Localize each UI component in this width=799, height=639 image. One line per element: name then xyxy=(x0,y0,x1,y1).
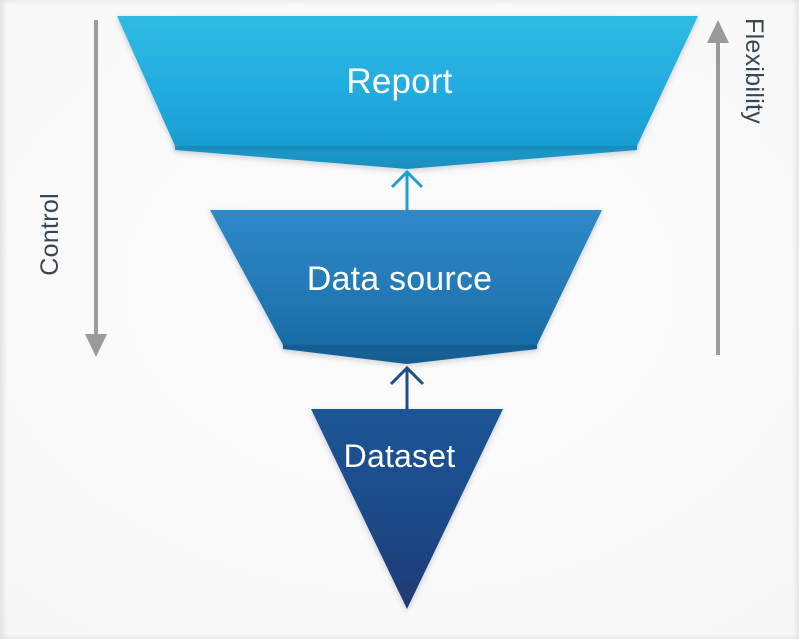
arrow-head-up-icon xyxy=(707,20,729,43)
funnel-stage-report-body xyxy=(117,16,698,146)
funnel-stage-data-source-fold xyxy=(283,341,537,364)
connector-data-source-to-report xyxy=(390,169,424,212)
funnel-stage-dataset[interactable] xyxy=(311,409,503,609)
arrow-head-down-icon xyxy=(85,334,107,357)
axis-flexibility-arrow xyxy=(707,20,729,355)
connector-dataset-to-data-source xyxy=(389,365,425,411)
arrow-head-up-icon-upper xyxy=(390,169,424,189)
funnel-stage-report[interactable] xyxy=(117,16,698,169)
funnel-stage-data-source-body xyxy=(210,210,602,345)
funnel-stage-report-fold xyxy=(175,141,637,169)
arrow-head-up-icon-lower xyxy=(389,365,425,386)
axis-label-flexibility: Flexibility xyxy=(740,18,768,125)
funnel-stage-data-source[interactable] xyxy=(210,210,602,364)
axis-label-control: Control xyxy=(36,193,64,276)
funnel-stage-dataset-body xyxy=(311,409,503,609)
axis-control-arrow xyxy=(85,20,107,357)
